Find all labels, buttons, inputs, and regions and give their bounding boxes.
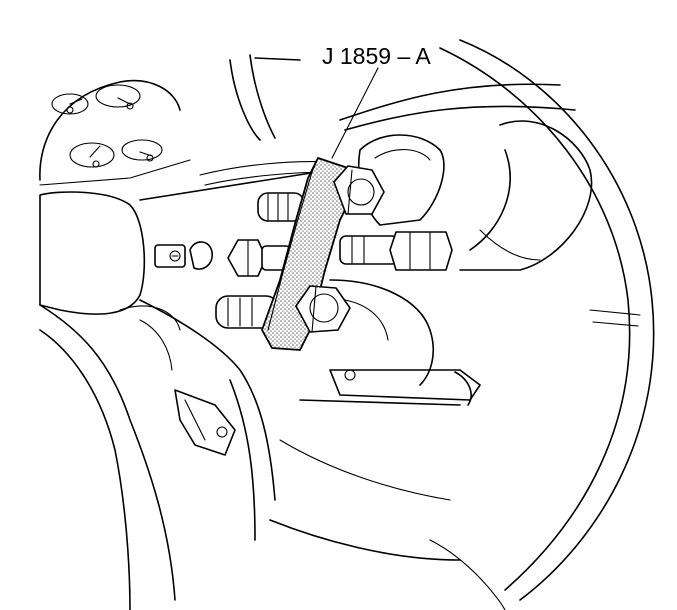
steering-hub xyxy=(139,169,461,561)
column-shroud xyxy=(357,120,593,271)
wheel-spoke xyxy=(39,191,181,610)
gauge-icon xyxy=(95,84,141,110)
upper-nut-icon xyxy=(333,165,385,215)
clip-icon xyxy=(189,241,213,270)
center-nut-icon xyxy=(227,239,291,277)
screw-icon xyxy=(154,244,186,268)
steering-wheel-rim xyxy=(429,39,655,610)
lower-slide-mechanism xyxy=(299,279,481,406)
gauge-icon xyxy=(69,142,115,168)
instrument-cluster xyxy=(39,79,191,186)
forcing-screw-icon xyxy=(339,231,453,271)
lower-nut-icon xyxy=(295,285,351,333)
callout-leader xyxy=(331,67,379,159)
puller-nuts xyxy=(295,165,385,333)
gauge-icon xyxy=(51,93,89,115)
tool-callout-label: J 1859 – A xyxy=(322,43,431,69)
puller-bolts xyxy=(215,192,453,329)
lower-bracket xyxy=(174,389,236,456)
gauge-icon xyxy=(121,139,163,162)
